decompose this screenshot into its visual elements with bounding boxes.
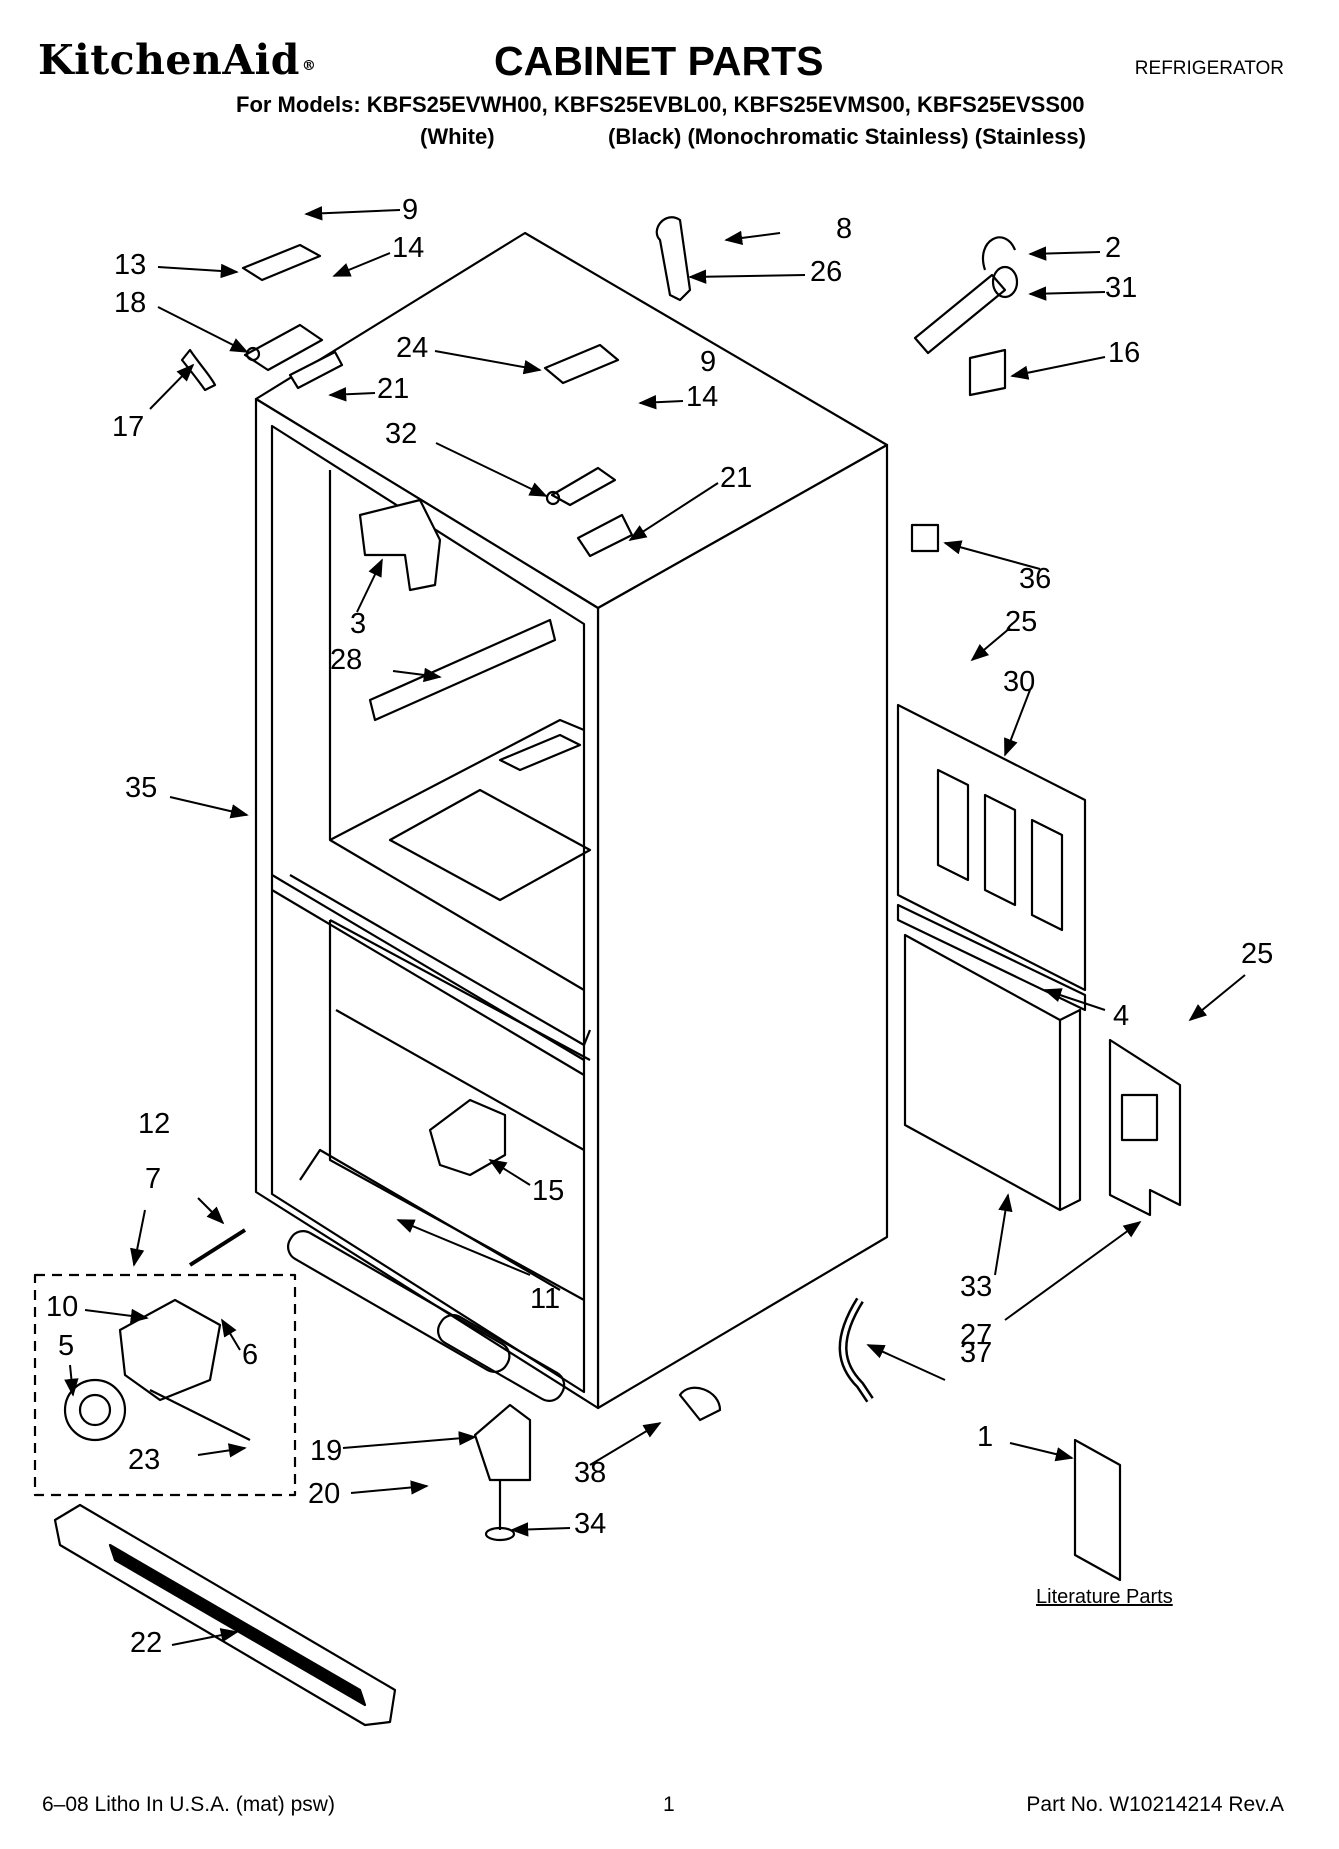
callout-32: 32 — [385, 418, 417, 450]
callout-11: 11 — [530, 1283, 560, 1315]
callout-5: 5 — [58, 1330, 74, 1362]
callout-15: 15 — [532, 1175, 564, 1207]
callout-17: 17 — [112, 411, 144, 443]
page-title: CABINET PARTS — [494, 38, 824, 84]
callout-24: 24 — [396, 332, 428, 364]
callout-7: 7 — [145, 1163, 161, 1195]
callout-26: 26 — [810, 256, 842, 288]
callout-31: 31 — [1105, 272, 1137, 304]
callout-4: 4 — [1113, 1000, 1129, 1032]
callout-2: 2 — [1105, 232, 1121, 264]
callout-13: 13 — [114, 249, 146, 281]
brand-logo: KitchenAid® — [38, 36, 316, 84]
callout-25: 25 — [1241, 938, 1273, 970]
callout-27: 27 — [960, 1319, 992, 1351]
callout-20: 20 — [308, 1478, 340, 1510]
callout-1: 1 — [977, 1421, 993, 1453]
callout-16: 16 — [1108, 337, 1140, 369]
leader-lines — [64, 206, 1246, 1646]
callout-18: 18 — [114, 287, 146, 319]
callout-36: 36 — [1019, 563, 1051, 595]
callout-28: 28 — [330, 644, 362, 676]
footer-part-number: Part No. W10214214 Rev.A — [1026, 1793, 1284, 1816]
literature-parts-label: Literature Parts — [1036, 1586, 1173, 1608]
callout-30: 30 — [1003, 666, 1035, 698]
registered-mark: ® — [301, 58, 317, 74]
callout-14: 14 — [392, 232, 424, 264]
callout-3: 3 — [350, 608, 366, 640]
callout-14: 14 — [686, 381, 718, 413]
models-line: For Models: KBFS25EVWH00, KBFS25EVBL00, … — [236, 92, 1085, 117]
callout-35: 35 — [125, 772, 157, 804]
footer-page-number: 1 — [663, 1793, 675, 1816]
callout-9: 9 — [700, 346, 716, 378]
callout-23: 23 — [128, 1444, 160, 1476]
callout-38: 38 — [574, 1457, 606, 1489]
footer-litho: 6–08 Litho In U.S.A. (mat) psw) — [42, 1793, 335, 1816]
callout-12: 12 — [138, 1108, 170, 1140]
callout-34: 34 — [574, 1508, 606, 1540]
callout-37: 37 — [960, 1337, 992, 1369]
callout-6: 6 — [242, 1339, 258, 1371]
callout-8: 8 — [836, 213, 852, 245]
callout-33: 33 — [960, 1271, 992, 1303]
callout-25: 25 — [1005, 606, 1037, 638]
finish-others: (Black) (Monochromatic Stainless) (Stain… — [608, 124, 1086, 149]
callout-22: 22 — [130, 1627, 162, 1659]
brand-name: KitchenAid — [38, 36, 300, 84]
callout-21: 21 — [377, 373, 409, 405]
finish-white: (White) — [420, 124, 495, 149]
cabinet-drawing — [33, 216, 1182, 1727]
callout-10: 10 — [46, 1291, 78, 1323]
callout-21: 21 — [720, 462, 752, 494]
callout-9: 9 — [402, 194, 418, 226]
appliance-type: REFRIGERATOR — [1134, 58, 1284, 79]
callout-19: 19 — [310, 1435, 342, 1467]
